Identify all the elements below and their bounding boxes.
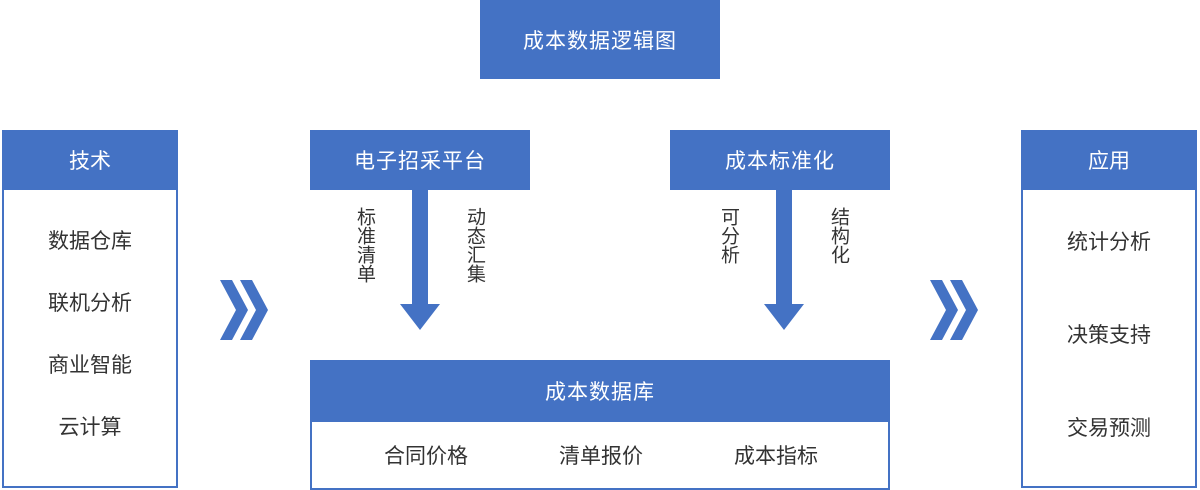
cost-database-header: 成本数据库 [310,360,890,422]
technology-header: 技术 [2,130,178,190]
platform-right-note: 动态汇集 [464,207,486,283]
technology-item: 商业智能 [48,353,132,377]
application-item: 统计分析 [1067,230,1151,254]
application-header: 应用 [1021,130,1197,190]
cost-database-item: 合同价格 [384,444,468,468]
application-item: 交易预测 [1067,416,1151,440]
technology-item: 联机分析 [48,291,132,315]
diagram-title: 成本数据逻辑图 [480,0,720,79]
technology-panel: 技术 数据仓库 联机分析 商业智能 云计算 [2,130,178,488]
down-arrow-icon [764,190,804,330]
application-list: 统计分析 决策支持 交易预测 [1023,190,1195,486]
application-item: 决策支持 [1067,323,1151,347]
double-chevron-right-icon [220,280,268,340]
down-arrow-icon [400,190,440,330]
technology-item: 数据仓库 [48,229,132,253]
standardization-box: 成本标准化 [670,130,890,190]
application-panel: 应用 统计分析 决策支持 交易预测 [1021,130,1197,488]
cost-database-item: 成本指标 [734,444,818,468]
double-chevron-right-icon [930,280,978,340]
cost-database-items: 合同价格 清单报价 成本指标 [312,422,888,486]
standardization-right-note: 结构化 [828,207,850,264]
technology-item: 云计算 [58,415,122,439]
standardization-left-note: 可分析 [718,207,740,264]
technology-list: 数据仓库 联机分析 商业智能 云计算 [4,190,176,486]
cost-database-panel: 成本数据库 合同价格 清单报价 成本指标 [310,360,890,490]
cost-database-item: 清单报价 [559,444,643,468]
platform-box: 电子招采平台 [310,130,530,190]
platform-left-note: 标准清单 [354,207,376,283]
